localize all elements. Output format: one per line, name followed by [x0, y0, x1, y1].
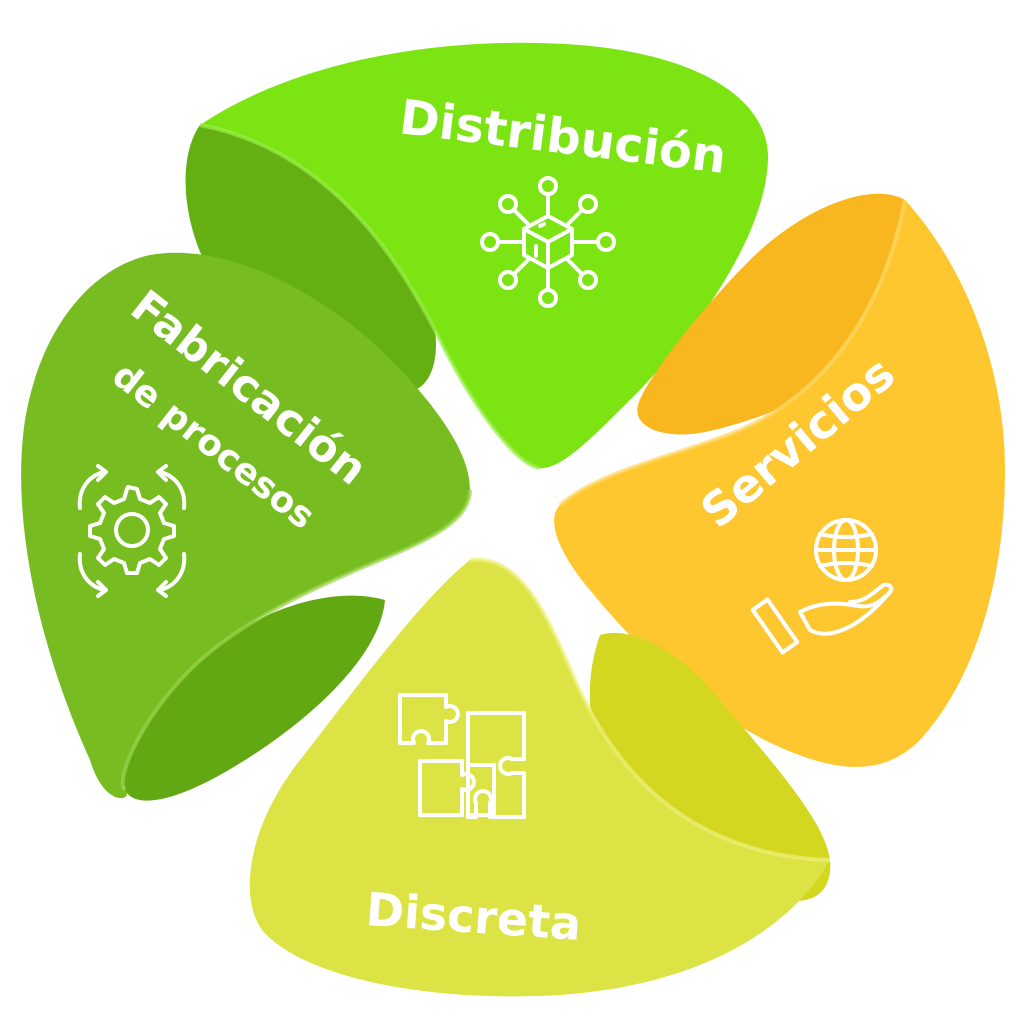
- gear-arrows-icon: [77, 464, 187, 598]
- fabricacion-petal: [21, 252, 470, 799]
- servicios-petal: [554, 200, 1005, 767]
- fabricacion-edge: [120, 489, 472, 792]
- puzzle-icon: [398, 693, 526, 819]
- globe-hand-icon: [750, 518, 894, 655]
- distribucion-petal: [200, 42, 769, 469]
- segment-distribucion: [185, 42, 769, 470]
- distribucion-fold: [185, 116, 436, 393]
- segment-servicios: [554, 193, 1005, 767]
- fabricacion-fold: [121, 595, 385, 801]
- segment-fabricacion: [21, 252, 472, 801]
- discreta-edge: [469, 557, 831, 862]
- discreta-petal: [249, 559, 831, 997]
- segment-discreta: [249, 557, 831, 997]
- distribucion-edge: [199, 123, 541, 470]
- servicios-edge: [558, 199, 907, 507]
- network-cube-icon: [480, 176, 616, 308]
